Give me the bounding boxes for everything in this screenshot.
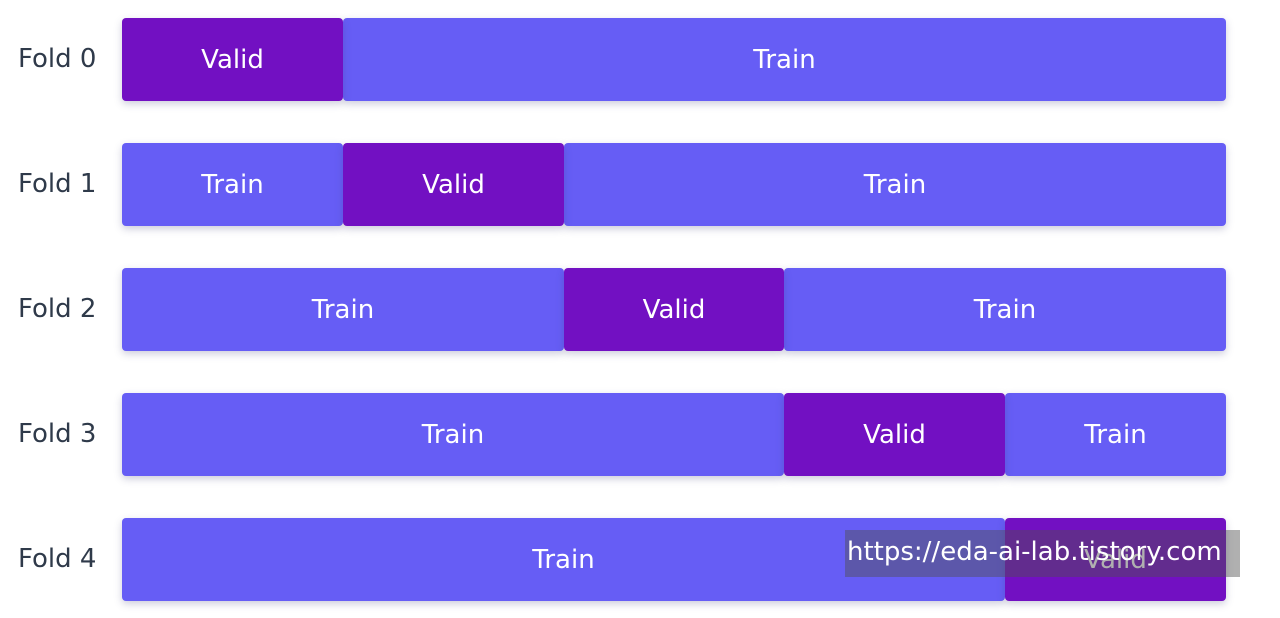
segment-valid: Valid <box>784 393 1005 476</box>
fold-label: Fold 1 <box>18 169 97 199</box>
segment-valid: Valid <box>564 268 784 351</box>
fold-label: Fold 3 <box>18 419 97 449</box>
segment-valid: Valid <box>1005 518 1226 601</box>
fold-label: Fold 0 <box>18 44 97 74</box>
segment-train: Train <box>122 268 564 351</box>
fold-label: Fold 2 <box>18 294 97 324</box>
segment-train: Train <box>1005 393 1226 476</box>
segment-valid: Valid <box>122 18 343 101</box>
segment-train: Train <box>122 143 343 226</box>
segment-valid: Valid <box>343 143 564 226</box>
watermark-url: https://eda-ai-lab.tistory.com <box>845 530 1240 577</box>
segment-train: Train <box>122 393 784 476</box>
fold-label: Fold 4 <box>18 544 97 574</box>
segment-train: Train <box>122 518 1005 601</box>
segment-train: Train <box>784 268 1226 351</box>
segment-train: Train <box>564 143 1226 226</box>
segment-train: Train <box>343 18 1226 101</box>
